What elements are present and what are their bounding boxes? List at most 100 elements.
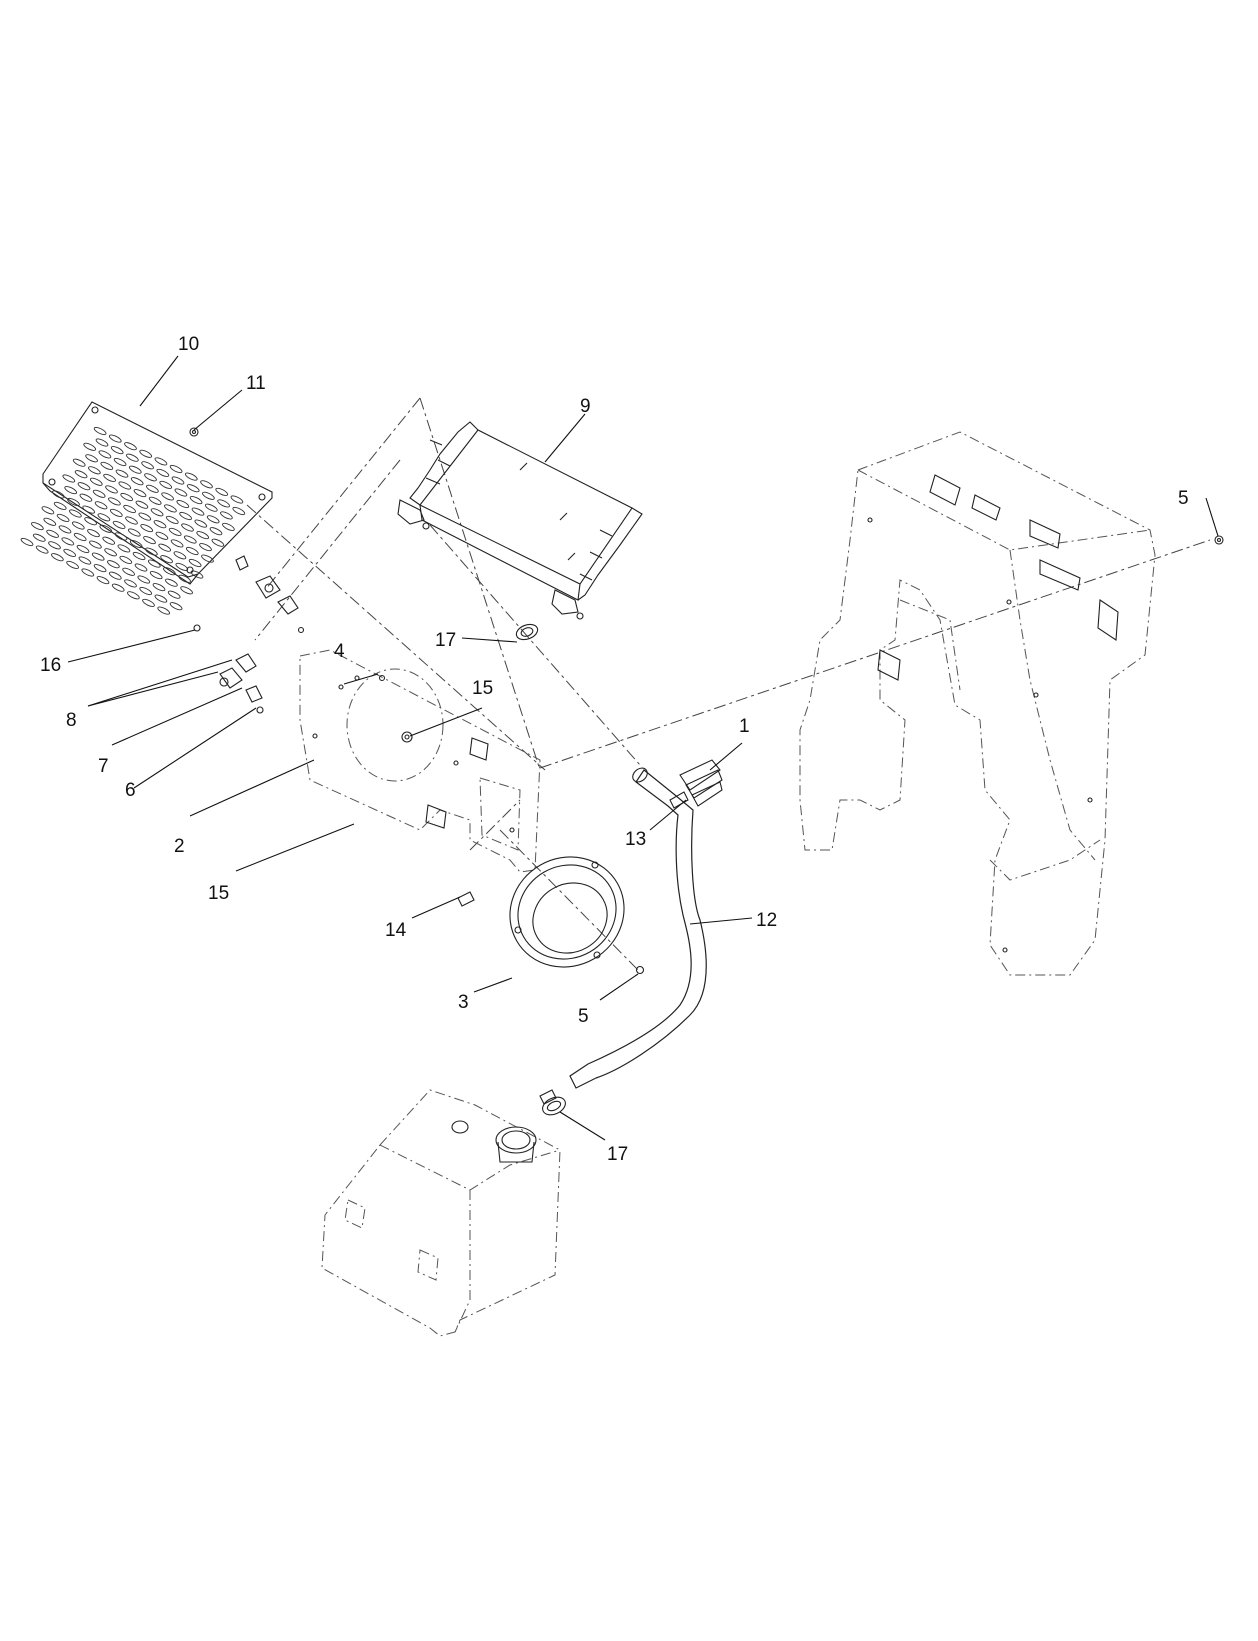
grille-slot — [108, 434, 122, 443]
grille-slot — [155, 531, 169, 540]
frame-nut — [1214, 535, 1224, 545]
grille-slot — [46, 529, 59, 538]
grille-slot — [217, 499, 230, 508]
grille-slot — [159, 480, 173, 489]
callout-17-top: 17 — [435, 630, 456, 651]
grille-slot — [77, 482, 91, 491]
grille-slot — [146, 484, 159, 493]
coolant-hose — [569, 767, 707, 1089]
upper-hose-clamps — [669, 759, 723, 809]
heater-core — [397, 421, 643, 620]
grille-slot — [153, 520, 167, 529]
callout-3: 3 — [458, 992, 469, 1013]
grille-slot — [174, 488, 188, 497]
grille-slot — [82, 505, 96, 514]
grille-slot — [144, 473, 157, 482]
grille-slot — [112, 520, 126, 529]
callout-10: 10 — [178, 334, 199, 355]
grille-slot — [108, 571, 122, 580]
grille-slot — [98, 450, 112, 459]
grille-slot — [32, 533, 46, 542]
leader-lines — [67, 355, 1219, 1141]
grille-slot — [142, 598, 155, 607]
grille-slot — [88, 466, 101, 475]
grille-slot — [114, 532, 128, 541]
grille-slot — [61, 537, 75, 546]
callout-5-bottom: 5 — [578, 1006, 589, 1027]
grille-slot — [119, 555, 133, 564]
callout-16: 16 — [40, 655, 61, 676]
grille-slot — [161, 492, 174, 501]
fan-shroud — [509, 856, 625, 968]
grille-slot — [165, 578, 178, 587]
grille-screw — [189, 427, 199, 437]
grille-slot — [100, 461, 114, 470]
grille-slot — [73, 532, 87, 542]
grille-slot — [137, 575, 151, 584]
callout-5-top: 5 — [1178, 488, 1189, 509]
grille-slot — [127, 528, 141, 537]
grille-slot — [189, 496, 203, 505]
grille-slot — [152, 583, 166, 592]
grille-slot — [156, 468, 170, 477]
grille-slot — [69, 509, 82, 518]
grille-slot — [176, 499, 190, 509]
grille-slot — [164, 504, 177, 513]
grille-slot — [157, 606, 171, 615]
grille-slot — [102, 536, 116, 545]
grille-slot — [186, 484, 200, 493]
callout-17-bottom: 17 — [607, 1144, 628, 1165]
grille-slot — [132, 551, 146, 561]
grille-slot — [92, 489, 106, 498]
grille-slot — [145, 547, 158, 556]
grille-slot — [211, 538, 225, 547]
grille-slot — [103, 473, 116, 482]
grille-slot — [96, 576, 110, 585]
grille-slot — [188, 558, 202, 568]
heater-housing — [299, 649, 541, 873]
grille-slot — [200, 480, 213, 489]
grille-slot — [93, 426, 107, 436]
grille-slot — [89, 540, 102, 549]
grille-panel — [20, 401, 273, 615]
grille-slot — [35, 545, 49, 554]
grille-slot — [140, 524, 154, 533]
grille-slot — [124, 442, 137, 451]
grille-slot — [215, 487, 229, 496]
grille-slot — [135, 500, 149, 509]
grille-slot — [173, 551, 187, 560]
callout-8: 8 — [66, 710, 77, 731]
grille-slot — [62, 474, 76, 483]
steering-tower-frame — [799, 431, 1156, 976]
grille-slot — [118, 481, 132, 490]
grille-slot — [104, 548, 117, 557]
grille-slot — [93, 564, 107, 573]
grille-slot — [124, 579, 137, 588]
grille-slot — [67, 497, 80, 507]
grille-slot — [95, 438, 109, 447]
grille-slot — [139, 449, 153, 458]
grille-slot — [160, 555, 173, 564]
callout-13: 13 — [625, 829, 646, 850]
grille-slot — [109, 508, 123, 517]
grille-slot — [71, 521, 85, 530]
grille-slot — [154, 594, 168, 603]
callout-7: 7 — [98, 756, 109, 777]
grille-slot — [63, 548, 77, 557]
grille-slot — [72, 458, 86, 467]
grille-slot — [179, 511, 192, 521]
grille-slot — [85, 454, 98, 463]
grille-slot — [154, 457, 168, 466]
grille-slot — [51, 490, 65, 499]
grille-slot — [83, 442, 97, 451]
callout-15-top: 15 — [472, 678, 493, 699]
grille-slot — [191, 507, 205, 516]
grille-slot — [107, 560, 120, 569]
grille-slot — [143, 536, 156, 545]
grille-slots — [20, 426, 246, 615]
grille-slot — [220, 511, 233, 520]
hose-clamps-and-screws — [193, 555, 386, 714]
grille-slot — [113, 457, 127, 467]
grille-slot — [139, 586, 153, 596]
grille-slot — [53, 501, 67, 510]
